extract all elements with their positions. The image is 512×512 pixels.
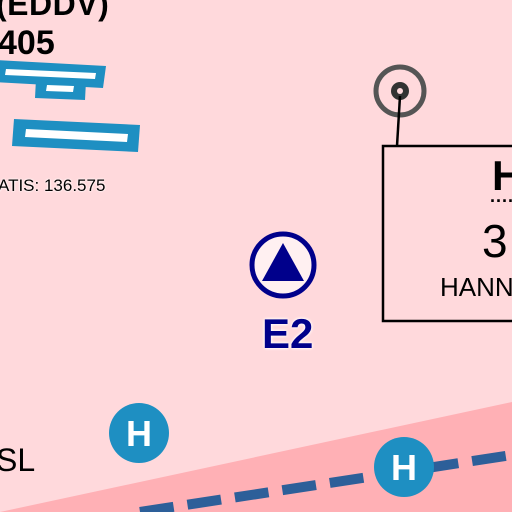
- altitude-msl-label: SL: [0, 442, 36, 478]
- info-box-value: 3: [482, 215, 508, 267]
- airspace-boundary-line: [139, 450, 512, 512]
- info-box-subtitle: HANN: [440, 272, 512, 302]
- info-box-title: H: [492, 152, 512, 199]
- atis-frequency-label: ATIS: 136.575: [0, 176, 106, 195]
- runway-group: [0, 60, 140, 152]
- reporting-point-label: E2: [262, 310, 314, 357]
- target-ring-icon[interactable]: [373, 64, 427, 147]
- svg-text:H: H: [391, 447, 417, 488]
- heliport-icon[interactable]: H: [109, 403, 169, 463]
- svg-text:H: H: [126, 413, 152, 454]
- airport-info-box: [381, 144, 512, 323]
- info-box-dots: ....: [490, 186, 512, 206]
- airport-name-label: (EDDV): [0, 0, 110, 22]
- airport-elevation-label: 405: [0, 24, 55, 62]
- triangle-in-circle-icon[interactable]: [249, 231, 317, 299]
- heliport-icon[interactable]: H: [374, 437, 434, 497]
